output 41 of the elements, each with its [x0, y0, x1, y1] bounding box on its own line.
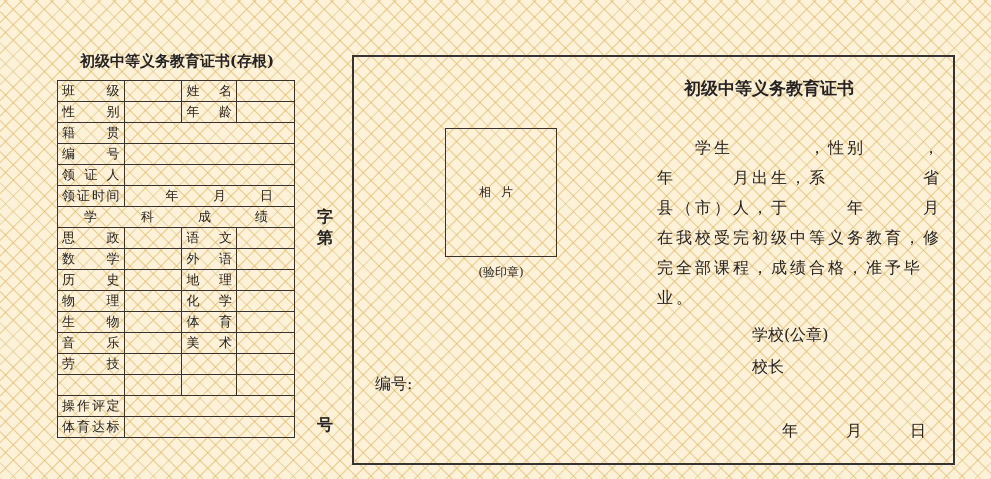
row-label: 体育 [186, 314, 232, 331]
row-label: 美术 [186, 335, 232, 352]
row-label: 体育达标 [62, 418, 120, 436]
row-label: 历史 [62, 272, 120, 289]
date-label: 年 月 日 [782, 421, 926, 442]
certificate-text: 学生 ，性别 ，年 月出生，系 省县（市）人，于 年 月在我校受完初级中等义务教育，修完全部课程，成绩合格，准予毕业。 [657, 137, 943, 309]
section-heading: 学科成绩 [83, 209, 269, 226]
row-label: 数学 [62, 251, 120, 268]
row-label: 领证时间 [62, 188, 120, 205]
row-label: 性别 [62, 104, 120, 121]
seal-label: 学校(公章) [752, 325, 828, 346]
row-label: 化学 [186, 293, 232, 310]
stub-number-mark: 字 [317, 207, 333, 228]
row-label: 领证人 [62, 167, 120, 184]
row-label: 物理 [62, 293, 120, 310]
row-label: 思政 [62, 230, 120, 247]
row-label: 劳技 [62, 356, 120, 373]
row-label: 籍贯 [62, 125, 120, 142]
row-label: 姓名 [186, 83, 232, 100]
row-label: 外语 [186, 251, 232, 268]
stub-number-mark: 第 [317, 228, 333, 249]
row-label: 年龄 [186, 104, 232, 121]
row-label: 操作评定 [62, 398, 120, 415]
row-label: 语文 [186, 230, 232, 247]
row-label: 班级 [62, 83, 120, 100]
stub-number-mark: 号 [317, 415, 333, 436]
row-label: 地理 [186, 272, 232, 289]
date-label: 日 [260, 188, 273, 205]
date-label: 年 [166, 188, 179, 205]
principal-label: 校长 [752, 357, 784, 378]
certificate-title: 初级中等义务教育证书 [684, 78, 854, 100]
row-label: 音乐 [62, 335, 120, 352]
certificate-frame [352, 55, 955, 465]
date-label: 月 [212, 188, 226, 205]
row-label: 编号 [62, 146, 120, 163]
photo-label: 相片 [479, 184, 523, 201]
stamp-note: (验印章) [477, 264, 525, 281]
number-label: 编号: [375, 374, 412, 395]
row-label: 生物 [62, 314, 120, 331]
form-heading: 初级中等义务教育证书(存根) [78, 52, 276, 71]
photo-box [445, 128, 557, 257]
